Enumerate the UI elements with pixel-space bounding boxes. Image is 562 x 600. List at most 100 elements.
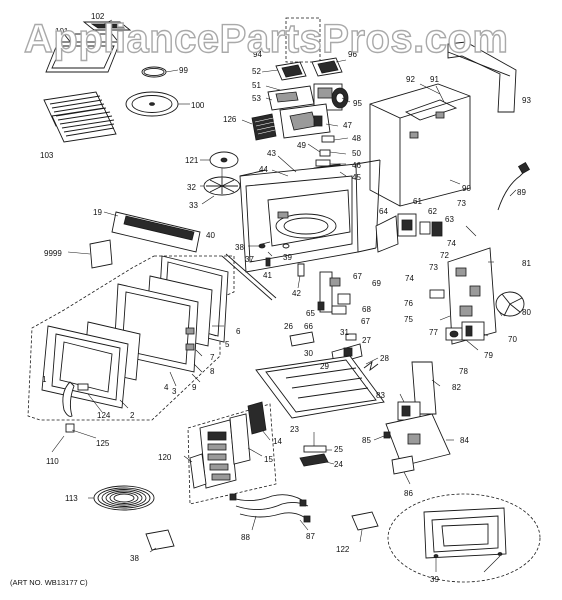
part-78-fuse bbox=[445, 327, 463, 341]
part-25 bbox=[303, 445, 327, 453]
callout: 110 bbox=[46, 457, 59, 466]
callout: 7 bbox=[210, 353, 215, 362]
callout: 45 bbox=[352, 173, 361, 182]
part-126-grille bbox=[251, 113, 277, 141]
callout: 74 bbox=[405, 274, 414, 283]
part-103-racks bbox=[43, 91, 117, 143]
part-85 bbox=[383, 431, 391, 439]
part-82-cover bbox=[411, 361, 437, 415]
callout: 62 bbox=[428, 207, 437, 216]
callout: 5 bbox=[225, 340, 230, 349]
callout: 38 bbox=[130, 554, 139, 563]
part-80-fan bbox=[495, 291, 525, 317]
callout: 70 bbox=[508, 335, 517, 344]
callout: 113 bbox=[65, 494, 78, 503]
callout: 82 bbox=[452, 383, 461, 392]
callout: 91 bbox=[430, 75, 439, 84]
callout: 39 bbox=[283, 253, 292, 262]
callout: 90 bbox=[462, 184, 471, 193]
part-76-switch bbox=[429, 289, 445, 299]
part-48 bbox=[321, 135, 335, 143]
part-15-panel bbox=[229, 413, 251, 465]
callout: 39 bbox=[430, 575, 439, 584]
callout: 95 bbox=[353, 99, 362, 108]
callout: 77 bbox=[429, 328, 438, 337]
callout: 65 bbox=[306, 309, 315, 318]
part-70-magnetron bbox=[461, 321, 485, 341]
part-14-board bbox=[247, 401, 267, 435]
callout: 32 bbox=[187, 183, 196, 192]
callout: 42 bbox=[292, 289, 301, 298]
callout: 50 bbox=[352, 149, 361, 158]
callout: 23 bbox=[290, 425, 299, 434]
part-100-turntable bbox=[125, 91, 179, 117]
callout: 38 bbox=[235, 243, 244, 252]
callout: 79 bbox=[484, 351, 493, 360]
callout: 76 bbox=[404, 299, 413, 308]
part-2-door-outer bbox=[41, 325, 129, 409]
callout: 48 bbox=[352, 134, 361, 143]
part-90-cabinet bbox=[369, 83, 471, 207]
callout: 43 bbox=[267, 149, 276, 158]
callout: 73 bbox=[457, 199, 466, 208]
part-38-latch bbox=[261, 241, 271, 245]
callout: 3 bbox=[172, 387, 177, 396]
part-9999-manual bbox=[89, 239, 113, 269]
part-47-blower-housing bbox=[279, 103, 331, 139]
callout: 68 bbox=[362, 305, 371, 314]
part-46 bbox=[315, 159, 331, 167]
callout: 4 bbox=[164, 383, 169, 392]
part-31-bracket bbox=[289, 331, 315, 347]
part-121-stirrer bbox=[209, 151, 239, 169]
callout: 81 bbox=[522, 259, 531, 268]
callout: 100 bbox=[191, 101, 205, 110]
callout: 89 bbox=[517, 188, 526, 197]
callout: 99 bbox=[179, 66, 188, 75]
callout: 9999 bbox=[44, 249, 62, 258]
callout: 87 bbox=[306, 532, 315, 541]
part-40-rod bbox=[221, 255, 273, 301]
part-23-bottom-plate bbox=[255, 355, 385, 419]
part-120-cover bbox=[189, 453, 207, 489]
part-125 bbox=[65, 423, 75, 433]
part-28-spring bbox=[363, 360, 379, 372]
callout: 47 bbox=[343, 121, 352, 130]
callout: 96 bbox=[348, 50, 357, 59]
callout: 67 bbox=[353, 272, 362, 281]
callout: 28 bbox=[380, 354, 389, 363]
callout: 72 bbox=[440, 251, 449, 260]
part-1-handle bbox=[62, 381, 75, 417]
callout: 83 bbox=[376, 391, 385, 400]
callout: 14 bbox=[273, 437, 282, 446]
part-41 bbox=[265, 257, 271, 267]
part-88-harness bbox=[229, 493, 311, 523]
part-124 bbox=[77, 383, 89, 391]
callout: 93 bbox=[522, 96, 531, 105]
callout: 30 bbox=[304, 349, 313, 358]
part-94-filter bbox=[275, 61, 307, 81]
latch-assembly bbox=[317, 271, 351, 315]
callout: 120 bbox=[158, 453, 172, 462]
callout: 88 bbox=[241, 533, 250, 542]
callout: 44 bbox=[259, 165, 268, 174]
part-122-card bbox=[351, 511, 379, 531]
part-101-card bbox=[145, 529, 175, 551]
callout: 8 bbox=[210, 367, 215, 376]
callout: 103 bbox=[40, 151, 54, 160]
inset-ellipse bbox=[387, 493, 541, 583]
callout: 2 bbox=[130, 411, 135, 420]
callout: 73 bbox=[429, 263, 438, 272]
art-number: (ART NO. WB13177 C) bbox=[10, 578, 88, 587]
part-120-control-panel bbox=[199, 419, 237, 489]
callout: 126 bbox=[223, 115, 237, 124]
part-32-stirrer-blade bbox=[203, 176, 241, 196]
callout: 40 bbox=[206, 231, 215, 240]
callout: 63 bbox=[445, 215, 454, 224]
callout: 46 bbox=[352, 161, 361, 170]
callout: 86 bbox=[404, 489, 413, 498]
leader-lines bbox=[51, 19, 517, 553]
door-kit-box bbox=[27, 255, 235, 421]
callout: 24 bbox=[334, 460, 343, 469]
part-64 bbox=[375, 215, 399, 253]
part-86 bbox=[391, 455, 415, 475]
